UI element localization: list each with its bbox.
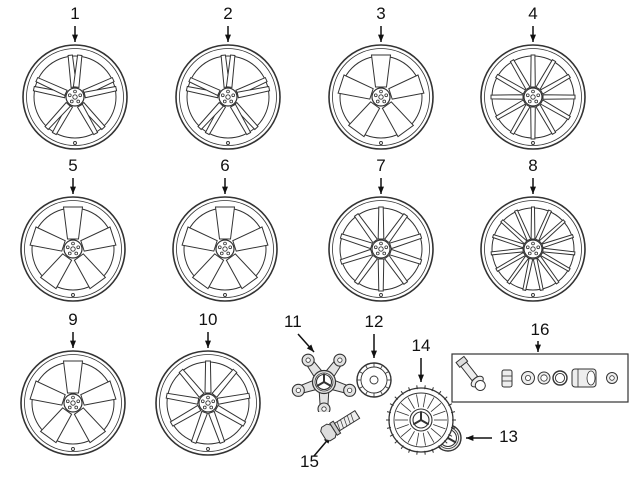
part-wheel-9: 9 <box>8 310 138 460</box>
alloy-wheel-figure <box>328 178 434 302</box>
part-wheel-5: 5 <box>8 156 138 306</box>
part-number-16: 16 <box>530 320 550 339</box>
alloy-wheel-figure <box>175 26 281 150</box>
part-wheel-cover-14: 14 <box>385 336 457 460</box>
part-number-2: 2 <box>223 4 233 23</box>
alloy-wheel-figure <box>480 178 586 302</box>
part-wheel-2: 2 <box>163 4 293 154</box>
part-number-15: 15 <box>300 452 319 471</box>
part-number-5: 5 <box>68 156 78 175</box>
part-wheel-4: 4 <box>468 4 598 154</box>
part-number-13: 13 <box>499 427 518 446</box>
part-number-4: 4 <box>528 4 538 23</box>
part-wheel-3: 3 <box>316 4 446 154</box>
part-wheel-6: 6 <box>160 156 290 306</box>
alloy-wheel-figure <box>155 332 261 456</box>
part-number-1: 1 <box>70 4 80 23</box>
alloy-wheel-figure <box>22 26 128 150</box>
alloy-wheel-figure <box>328 26 434 150</box>
part-number-6: 6 <box>220 156 230 175</box>
part-wheel-7: 7 <box>316 156 446 306</box>
part-valve-stem-kit-16: 16 <box>450 320 630 406</box>
wheel-cover-figure <box>386 358 456 455</box>
part-number-11: 11 <box>284 312 302 331</box>
alloy-wheel-figure <box>480 26 586 150</box>
alloy-wheel-figure <box>20 178 126 302</box>
valve-stem-kit-figure <box>451 341 629 403</box>
spider-hub-carrier-figure <box>291 333 357 412</box>
part-number-14: 14 <box>411 336 431 355</box>
part-wheel-1: 1 <box>10 4 140 154</box>
part-number-9: 9 <box>68 310 78 329</box>
part-number-8: 8 <box>528 156 538 175</box>
part-spider-hub-carrier-11: 11 <box>276 312 368 412</box>
part-number-12: 12 <box>364 312 384 331</box>
part-wheel-bolt-15: 15 <box>298 398 372 472</box>
part-number-10: 10 <box>198 310 218 329</box>
alloy-wheel-figure <box>20 332 126 456</box>
part-number-7: 7 <box>376 156 386 175</box>
center-cap-figure <box>356 334 392 398</box>
alloy-wheel-figure <box>172 178 278 302</box>
part-wheel-10: 10 <box>143 310 273 460</box>
part-number-3: 3 <box>376 4 386 23</box>
part-center-cap-12: 12 <box>346 312 402 412</box>
wheel-bolt-figure <box>313 409 361 457</box>
part-wheel-8: 8 <box>468 156 598 306</box>
